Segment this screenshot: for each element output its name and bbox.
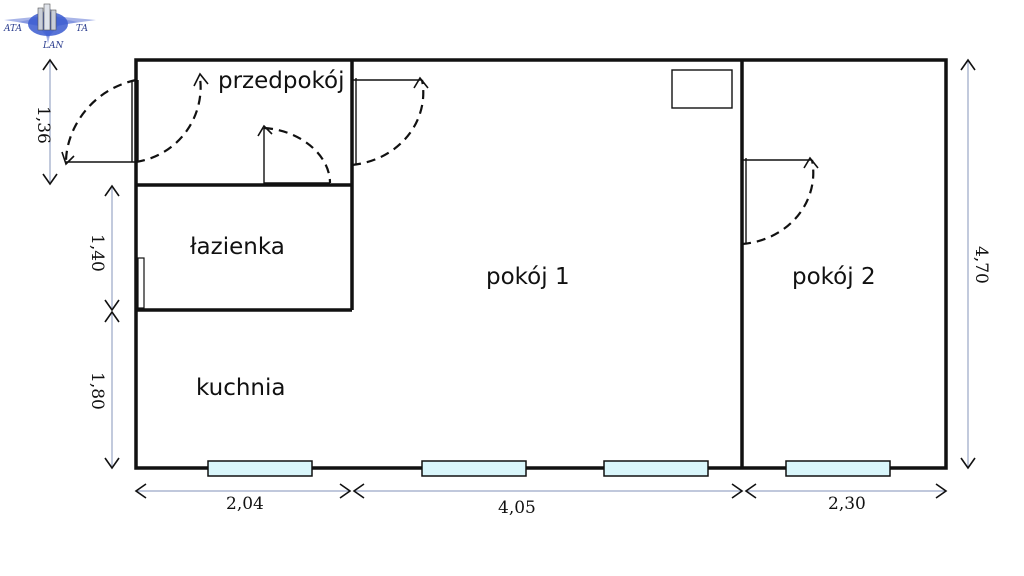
- dim-bottom-right: 2,30: [828, 494, 866, 514]
- dim-left-middle: 1,40: [87, 234, 107, 272]
- fixture-box: [671, 69, 733, 109]
- room-label-kitchen: kuchnia: [196, 375, 285, 401]
- logo-text-left: ATA: [3, 24, 23, 34]
- logo-text-right: TA: [76, 24, 89, 34]
- dim-bottom-middle: 4,05: [498, 498, 536, 518]
- bathroom-side-marker: [137, 257, 145, 309]
- company-logo: ATA TA LAN: [3, 3, 96, 51]
- room2-door[interactable]: [741, 156, 819, 246]
- room-label-bathroom: łazienka: [190, 234, 285, 260]
- left-dimension-middle: 1,40: [87, 184, 120, 312]
- logo-text-bottom: LAN: [42, 41, 64, 51]
- bottom-dimension-right: 2,30: [744, 483, 948, 514]
- dim-right: 4,70: [971, 246, 991, 284]
- window-room2: [785, 460, 891, 477]
- bathroom-door[interactable]: [257, 124, 332, 185]
- window-room1-left: [421, 460, 527, 477]
- room-label-hall: przedpokój: [218, 68, 345, 94]
- bottom-dimension-middle: 4,05: [352, 483, 744, 518]
- dim-left-bottom: 1,80: [87, 372, 107, 410]
- room-label-room1: pokój 1: [486, 264, 570, 290]
- room-label-room2: pokój 2: [792, 264, 876, 290]
- bottom-dimension-left: 2,04: [134, 483, 352, 514]
- window-room1-right: [603, 460, 709, 477]
- dim-bottom-left: 2,04: [226, 494, 264, 514]
- hall-to-room1-door[interactable]: [351, 76, 429, 167]
- interior-walls: [136, 60, 744, 468]
- right-dimension: 4,70: [960, 58, 991, 470]
- exterior-walls: [134, 58, 948, 470]
- entrance-door[interactable]: [61, 72, 209, 166]
- left-dimension-top: 1,36: [33, 58, 58, 186]
- left-dimension-bottom: 1,80: [87, 310, 120, 470]
- dim-left-top: 1,36: [33, 106, 53, 144]
- windows: [207, 460, 891, 477]
- window-kitchen: [207, 460, 313, 477]
